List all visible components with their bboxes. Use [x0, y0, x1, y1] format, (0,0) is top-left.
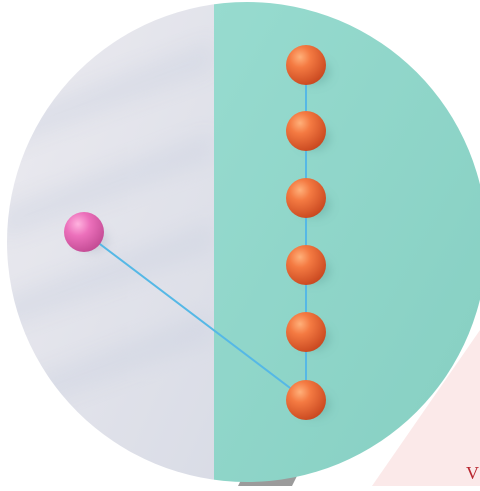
- pink-bead: [64, 212, 104, 252]
- orange-bead: [286, 312, 326, 352]
- corner-text: V: [466, 464, 479, 482]
- orange-bead: [286, 380, 326, 420]
- orange-bead: [286, 45, 326, 85]
- orange-bead: [286, 111, 326, 151]
- orange-bead: [286, 245, 326, 285]
- orange-bead: [286, 178, 326, 218]
